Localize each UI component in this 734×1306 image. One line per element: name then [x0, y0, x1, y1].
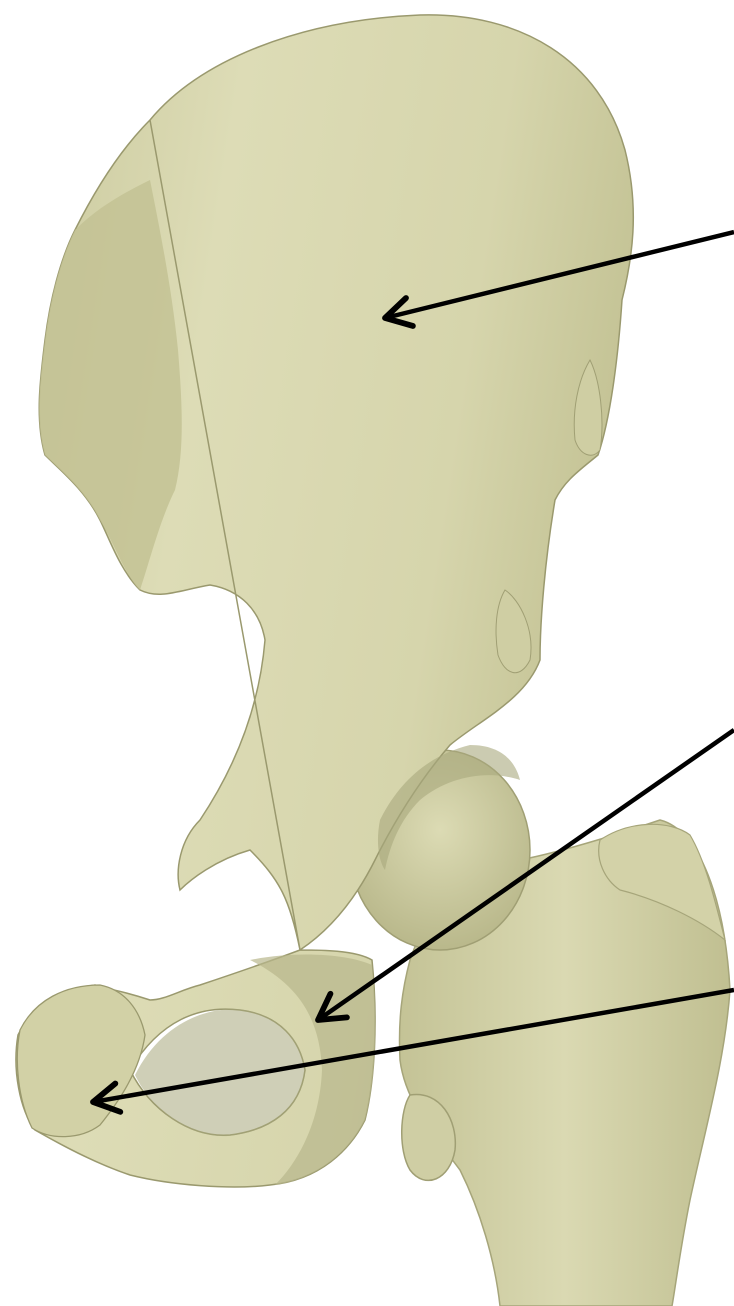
hip-illustration [0, 0, 734, 1306]
anatomy-figure [0, 0, 734, 1306]
